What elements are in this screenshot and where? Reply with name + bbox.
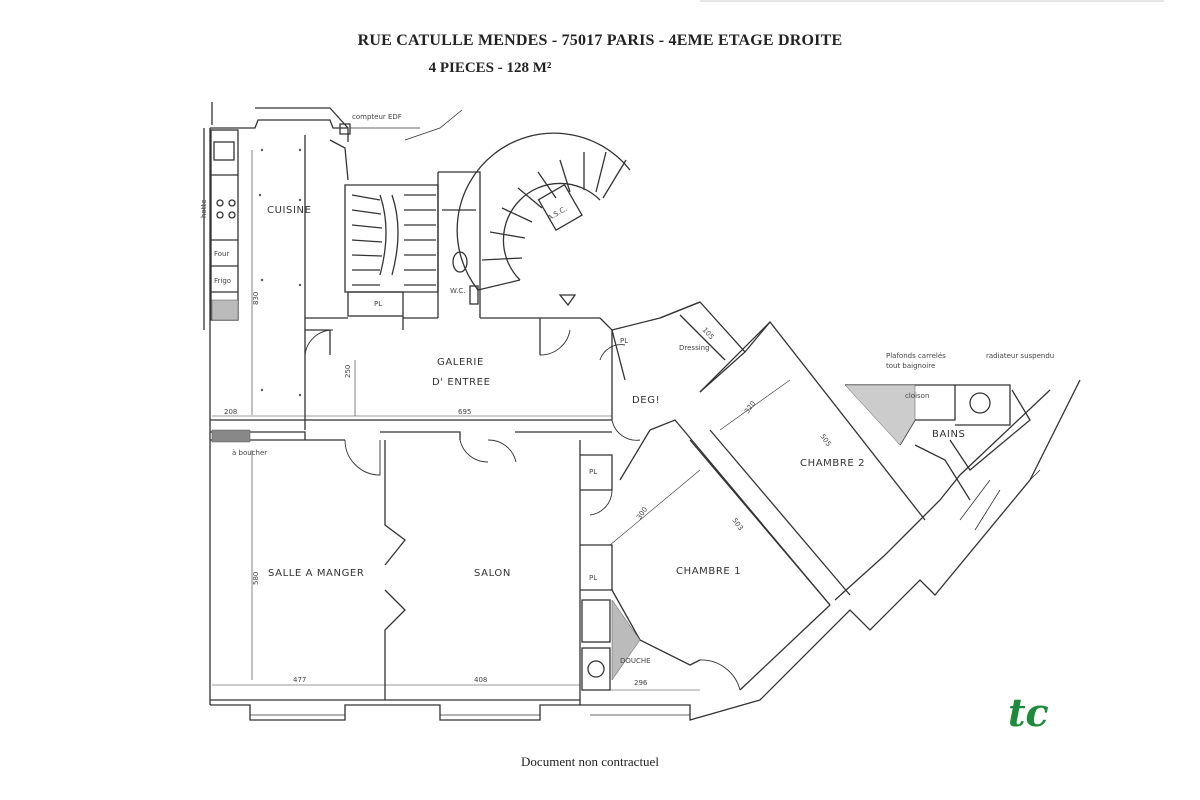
- fixture-hotte: hotte: [200, 199, 208, 218]
- dim-408: 408: [474, 676, 487, 684]
- room-label-degt: DEG!: [632, 395, 660, 406]
- room-label-salon: SALON: [474, 568, 511, 579]
- fixture-four: Four: [214, 250, 229, 258]
- dim-320: 320: [743, 400, 757, 416]
- top-rule: [700, 0, 1164, 2]
- summary-heading: 4 PIECES - 128 M²: [428, 60, 552, 76]
- room-label-wc: W.C.: [450, 287, 465, 295]
- shower-tray: [581, 599, 611, 643]
- room-label-galerie-2: D' ENTREE: [432, 377, 491, 388]
- logo-mark: tc: [1008, 690, 1049, 734]
- room-label-asc: A.S.C.: [546, 205, 568, 222]
- dim-105: 105: [701, 326, 716, 341]
- staircase-left: [344, 184, 439, 293]
- dim-503: 503: [730, 517, 744, 533]
- annotation-radiateur: radiateur suspendu: [986, 352, 1054, 360]
- dim-580: 580: [252, 572, 260, 585]
- placard-label-4: PL: [589, 574, 597, 582]
- spiral-stair-outer: [456, 132, 631, 291]
- address-heading: RUE CATULLE MENDES - 75017 PARIS - 4EME …: [357, 32, 843, 49]
- tc-logo-icon: tc: [1008, 690, 1049, 734]
- room-label-chambre-2: CHAMBRE 2: [800, 458, 865, 469]
- dim-250: 250: [344, 365, 352, 378]
- dim-505: 505: [818, 433, 832, 449]
- dressing-walls: [659, 301, 746, 393]
- dim-695: 695: [458, 408, 471, 416]
- placard-label-3: PL: [589, 468, 597, 476]
- dim-477: 477: [293, 676, 306, 684]
- annotation-carrelage-1: Plafonds carrelés: [886, 352, 946, 360]
- dim-300: 300: [635, 506, 649, 522]
- fixture-frigo: Frigo: [214, 277, 231, 285]
- outer-wall-right: [759, 379, 1081, 701]
- outer-wall-top: [210, 119, 349, 142]
- placard-label-2: PL: [620, 337, 628, 345]
- room-label-salle-a-manger: SALLE A MANGER: [268, 568, 364, 579]
- dim-296: 296: [634, 679, 648, 687]
- outer-wall-bottom: [210, 699, 761, 721]
- dim-208: 208: [224, 408, 237, 416]
- annotation-bouche: à boucher: [232, 449, 267, 457]
- annotation-compteur: compteur EDF: [352, 113, 402, 121]
- placard-label-1: PL: [374, 300, 382, 308]
- annotation-carrelage-2: tout baignoire: [886, 362, 935, 370]
- room-label-douche: DOUCHE: [620, 657, 651, 665]
- disclaimer: Document non contractuel: [521, 754, 659, 769]
- chambre1-wall: [649, 419, 831, 606]
- dim-830: 830: [252, 292, 260, 305]
- room-label-cuisine: CUISINE: [267, 205, 312, 216]
- room-label-chambre-1: CHAMBRE 1: [676, 566, 741, 577]
- room-label-galerie-1: GALERIE: [437, 357, 484, 368]
- room-label-dressing: Dressing: [679, 344, 710, 352]
- salon-partition: [384, 440, 406, 700]
- annotation-cloison: cloison: [905, 392, 929, 400]
- room-label-bains: BAINS: [932, 429, 965, 440]
